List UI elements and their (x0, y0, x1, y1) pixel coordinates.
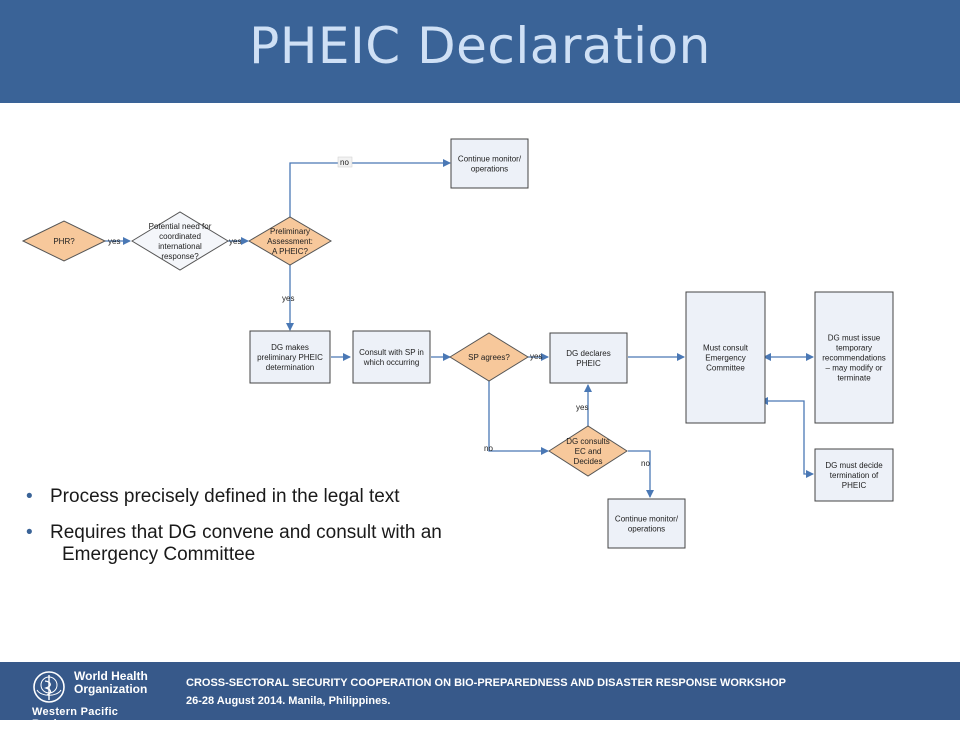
node-label-phr: PHR? (53, 237, 75, 246)
bullet-text: Process precisely defined in the legal t… (50, 486, 400, 507)
node-monitor2 (607, 498, 686, 549)
node-label-line: DG must decide (825, 461, 883, 470)
edge-consults-monitor (628, 450, 654, 498)
workshop-dates: 26-28 August 2014. Manila, Philippines. (186, 695, 391, 707)
node-label-line: recommendations (822, 354, 886, 363)
node-label-line: Continue monitor/ (615, 515, 679, 524)
edge-label-sp-consults: no (484, 444, 493, 453)
node-label-line: EC and (575, 447, 602, 456)
node-label-line: SP agrees? (468, 353, 510, 362)
edge-label-prelim-monitor: no (340, 158, 349, 167)
node-label-line: PHR? (53, 237, 75, 246)
node-label-monitor1: Continue monitor/operations (458, 155, 522, 174)
node-consult-sp (352, 330, 431, 384)
bullet-text-continued: Emergency Committee (62, 544, 256, 565)
bullet-item: • Process precisely defined in the legal … (26, 486, 586, 508)
node-label-line: termination of (830, 471, 879, 480)
pheic-flowchart: no yes yes yes yes yes no no PHR? Potenti… (21, 138, 894, 549)
edge-label-potential-prelim: yes (229, 237, 241, 246)
node-label-line: Consult with SP in (359, 348, 424, 357)
node-label-line: terminate (837, 374, 871, 383)
bullet-list: • Process precisely defined in the legal … (26, 486, 586, 580)
node-dg-issue (814, 291, 894, 424)
org-name-line1: World Health (74, 669, 148, 683)
edge-mustconsult-dgdecide (760, 397, 814, 478)
node-label-line: temporary (836, 344, 872, 353)
node-dg-prelim (249, 330, 331, 384)
node-dg-consults (548, 425, 628, 477)
node-label-line: A PHEIC? (272, 247, 309, 256)
node-dg-decide (814, 448, 894, 502)
node-label-line: Continue monitor/ (458, 155, 522, 164)
bullet-text: Requires that DG convene and consult wit… (50, 522, 442, 543)
slide-title: PHEIC Declaration (249, 16, 711, 75)
node-label-line: coordinated (159, 232, 201, 241)
node-label-line: operations (628, 525, 665, 534)
node-label-line: DG must issue (828, 334, 881, 343)
node-sp-agrees (449, 332, 529, 382)
node-label-line: DG declares (566, 349, 610, 358)
footer-text: CROSS-SECTORAL SECURITY COOPERATION ON B… (186, 674, 786, 710)
edge-label-phr-potential: yes (108, 237, 120, 246)
node-label-line: DG consults (566, 437, 610, 446)
node-label-line: Preliminary (270, 227, 310, 236)
bullet-marker: • (26, 522, 33, 543)
node-label-line: Assessment: (267, 237, 313, 246)
org-name: World Health Organization (74, 670, 148, 696)
node-label-line: PHEIC (576, 359, 601, 368)
bullet-item: • Requires that DG convene and consult wi… (26, 522, 586, 566)
node-label-line: determination (266, 363, 314, 372)
node-label-line: international (158, 242, 202, 251)
node-monitor1 (450, 138, 529, 189)
node-phr (21, 220, 107, 262)
node-label-line: which occurring (363, 358, 420, 367)
node-label-line: preliminary PHEIC (257, 353, 323, 362)
workshop-title: CROSS-SECTORAL SECURITY COOPERATION ON B… (186, 677, 786, 689)
footer-bar: World Health Organization Western Pacifi… (0, 662, 960, 730)
node-label-line: Emergency (705, 354, 745, 363)
node-potential (131, 211, 229, 271)
title-bar: PHEIC Declaration (0, 0, 960, 103)
node-label-line: – may modify or (826, 364, 883, 373)
edge-label-consults-declares: yes (576, 403, 588, 412)
edge-label-consults-monitor: no (641, 459, 650, 468)
node-label-line: Decides (574, 457, 603, 466)
node-prelim (248, 216, 332, 266)
node-label-sp-agrees: SP agrees? (468, 353, 510, 362)
who-emblem-icon (33, 671, 65, 703)
node-must-consult (685, 291, 766, 424)
edge-label-prelim-dg: yes (282, 294, 294, 303)
node-label-line: Committee (706, 364, 745, 373)
node-label-line: Potential need for (149, 222, 212, 231)
node-dg-declares (549, 332, 628, 384)
region-name: Western Pacific Region (32, 706, 119, 730)
bullet-marker: • (26, 486, 33, 507)
node-label-line: PHEIC (842, 481, 867, 490)
node-label-line: response? (161, 252, 199, 261)
node-label-monitor2: Continue monitor/operations (615, 515, 679, 534)
node-label-line: DG makes (271, 343, 309, 352)
who-logo: World Health Organization Western Pacifi… (28, 666, 158, 730)
node-label-line: Must consult (703, 344, 749, 353)
org-name-line2: Organization (74, 682, 148, 696)
node-label-line: operations (471, 165, 508, 174)
edge-label-sp-declares: yes (530, 352, 542, 361)
edge-prelim-monitor (289, 159, 451, 217)
edge-sp-consults (488, 381, 549, 455)
